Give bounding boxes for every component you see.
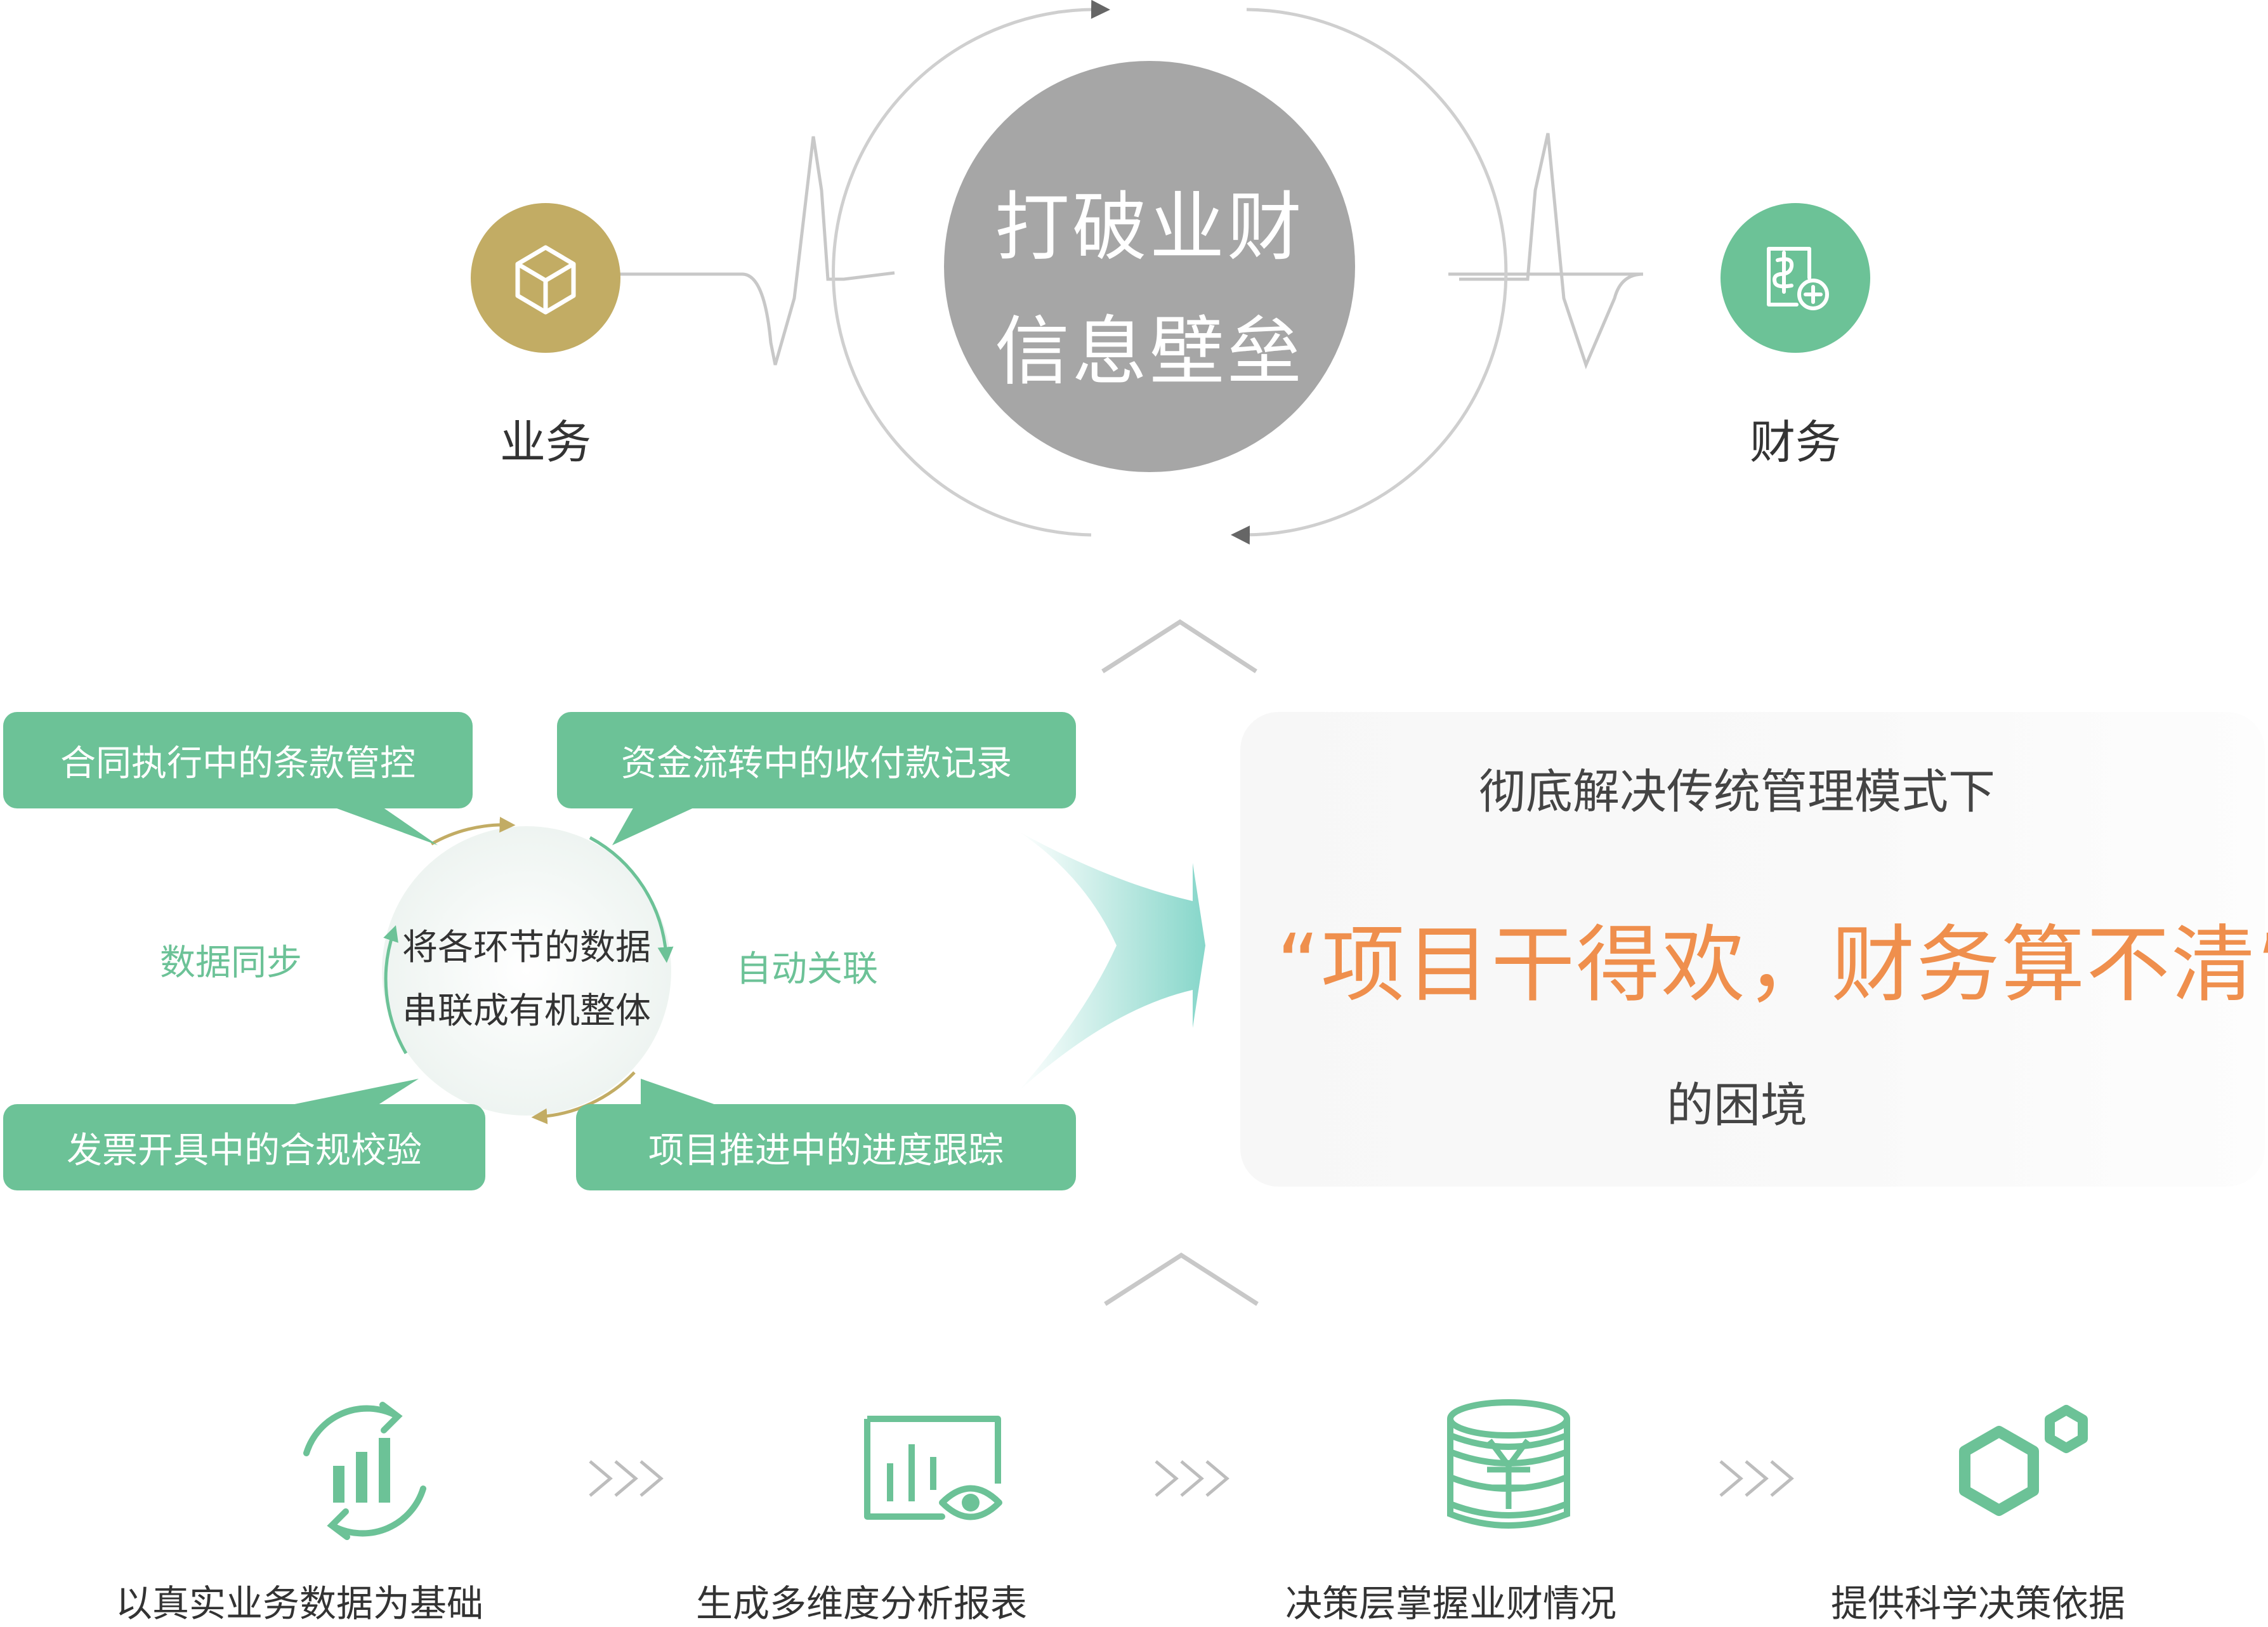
finance-label: 财务 bbox=[1749, 416, 1842, 469]
core-title-line2: 信息壁垒 bbox=[994, 308, 1305, 395]
pill-project-progress: 项目推进中的进度跟踪 bbox=[576, 1104, 1076, 1190]
data-sync-label: 数据同步 bbox=[160, 942, 302, 984]
chevron-up-2 bbox=[1104, 1252, 1259, 1306]
hexagon-nodes-icon bbox=[1959, 1405, 2088, 1516]
pulse-line-right bbox=[1448, 133, 1644, 370]
finance-node bbox=[1721, 203, 1870, 353]
hub-arc-bottom bbox=[531, 1071, 636, 1124]
step-label-1: 以真实业务数据为基础 bbox=[115, 1582, 484, 1625]
pill-contract-control: 合同执行中的条款管控 bbox=[3, 712, 473, 808]
pill-invoice-compliance: 发票开具中的合规校验 bbox=[3, 1104, 485, 1190]
core-ring-right-arc bbox=[1231, 8, 1508, 545]
pill-tail-bottom-left bbox=[279, 1079, 419, 1107]
panel-quote: “项目干得欢，财务算不清” bbox=[1276, 916, 2268, 1014]
step-label-3: 决策层掌握业财情况 bbox=[1285, 1582, 1617, 1625]
pill-tail-bottom-right bbox=[641, 1079, 723, 1107]
step-arrows-3 bbox=[1719, 1460, 1794, 1497]
hub-arc-left bbox=[383, 925, 408, 1055]
core-circle bbox=[944, 61, 1355, 472]
report-eye-icon bbox=[864, 1416, 1002, 1520]
panel-line1: 彻底解决传统管理模式下 bbox=[1479, 765, 1995, 819]
panel-line3: 的困境 bbox=[1667, 1078, 1807, 1133]
pill-tail-top-right bbox=[612, 806, 698, 845]
step-arrows-2 bbox=[1155, 1460, 1229, 1497]
center-hub-line1: 将各环节的数据 bbox=[402, 927, 651, 968]
pill-tail-top-left bbox=[330, 806, 438, 845]
hub-arc-top bbox=[430, 817, 516, 846]
center-hub-line2: 串联成有机整体 bbox=[402, 991, 651, 1032]
core-title-line1: 打破业财 bbox=[994, 183, 1305, 271]
center-hub bbox=[382, 826, 671, 1116]
flow-arrow bbox=[1018, 831, 1205, 1091]
pulse-line-left bbox=[619, 136, 895, 366]
summary-panel bbox=[1240, 712, 2265, 1187]
chart-refresh-icon bbox=[303, 1402, 426, 1540]
invoice-dollar-icon bbox=[1767, 247, 1829, 310]
business-label: 业务 bbox=[499, 416, 592, 469]
step-label-2: 生成多维度分析报表 bbox=[695, 1582, 1028, 1625]
core-ring-left-arc bbox=[831, 0, 1110, 537]
step-arrows-1 bbox=[589, 1460, 664, 1497]
hub-arc-right bbox=[589, 836, 674, 963]
auto-link-label: 自动关联 bbox=[736, 949, 878, 990]
chevron-up-1 bbox=[1101, 619, 1257, 673]
step-label-4: 提供科学决策依据 bbox=[1830, 1582, 2126, 1625]
pill-fund-records: 资金流转中的收付款记录 bbox=[557, 712, 1076, 808]
box-icon bbox=[515, 245, 576, 315]
database-yuan-icon bbox=[1447, 1399, 1570, 1529]
